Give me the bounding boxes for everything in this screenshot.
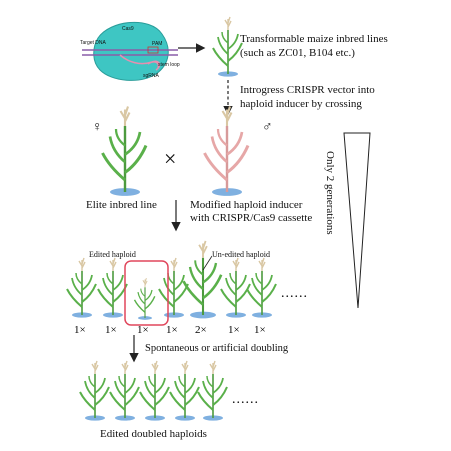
progeny-multiplier: 1× (254, 324, 266, 336)
target-dna-label: Target DNA (80, 40, 106, 46)
elite-inbred-plant-icon (101, 105, 148, 198)
doubled-ellipsis: ...... (232, 392, 259, 407)
transformable-lines-text: Transformable maize inbred lines (240, 33, 388, 45)
unedited-haploid-label: Un-edited haploid (212, 250, 270, 259)
edited-haploid-label: Edited haploid (89, 250, 136, 259)
doubled-haploid-plant (139, 360, 170, 422)
progeny-multiplier: 1× (137, 324, 149, 336)
inducer-label-line1: Modified haploid inducer (190, 199, 303, 211)
male-symbol: ♂ (262, 120, 273, 135)
progeny-plant (158, 257, 189, 319)
generations-label: Only 2 generations (324, 151, 336, 235)
progeny-plant (97, 257, 128, 319)
progeny-multiplier: 1× (228, 324, 240, 336)
transformable-examples-text: (such as ZC01, B104 etc.) (240, 47, 355, 59)
edited-haploid-highlight-box (124, 260, 169, 326)
progeny-multiplier: 1× (74, 324, 86, 336)
cas9-label: Cas9 (122, 26, 134, 32)
progeny-plant (66, 257, 97, 319)
introgress-text-line1: Introgress CRISPR vector into (240, 84, 375, 96)
introgress-text-line2: haploid inducer by crossing (240, 98, 362, 110)
doubled-haploid-row (79, 360, 228, 422)
pam-label: PAM (152, 41, 163, 47)
progeny-multiplier: 2× (195, 324, 207, 336)
progeny-multiplier: 1× (105, 324, 117, 336)
sgrna-label: sgRNA (143, 73, 159, 79)
doubled-haploid-plant (79, 360, 110, 422)
progeny-plant (246, 257, 277, 319)
stem-loop-label: stem loop (158, 62, 180, 68)
cross-symbol: × (164, 146, 177, 171)
elite-inbred-label: Elite inbred line (86, 199, 157, 211)
transformable-plant-icon (212, 16, 243, 78)
progeny-multiplier: 1× (166, 324, 178, 336)
doubled-haploid-plant (109, 360, 140, 422)
cas9-complex-illustration (82, 21, 178, 81)
unedited-pointer-line (202, 255, 213, 271)
edited-haploid-plant (133, 277, 156, 321)
edited-doubled-haploids-label: Edited doubled haploids (100, 428, 207, 440)
female-symbol: ♀ (92, 120, 103, 135)
inducer-plant-icon (203, 105, 250, 198)
doubled-haploid-plant (197, 360, 228, 422)
doubled-haploid-plant (169, 360, 200, 422)
inducer-label-line2: with CRISPR/Cas9 cassette (190, 212, 313, 224)
generations-wedge (343, 132, 371, 309)
progeny-plant (220, 257, 251, 319)
doubling-label: Spontaneous or artificial doubling (145, 343, 289, 354)
progeny-ellipsis: ...... (281, 286, 308, 301)
